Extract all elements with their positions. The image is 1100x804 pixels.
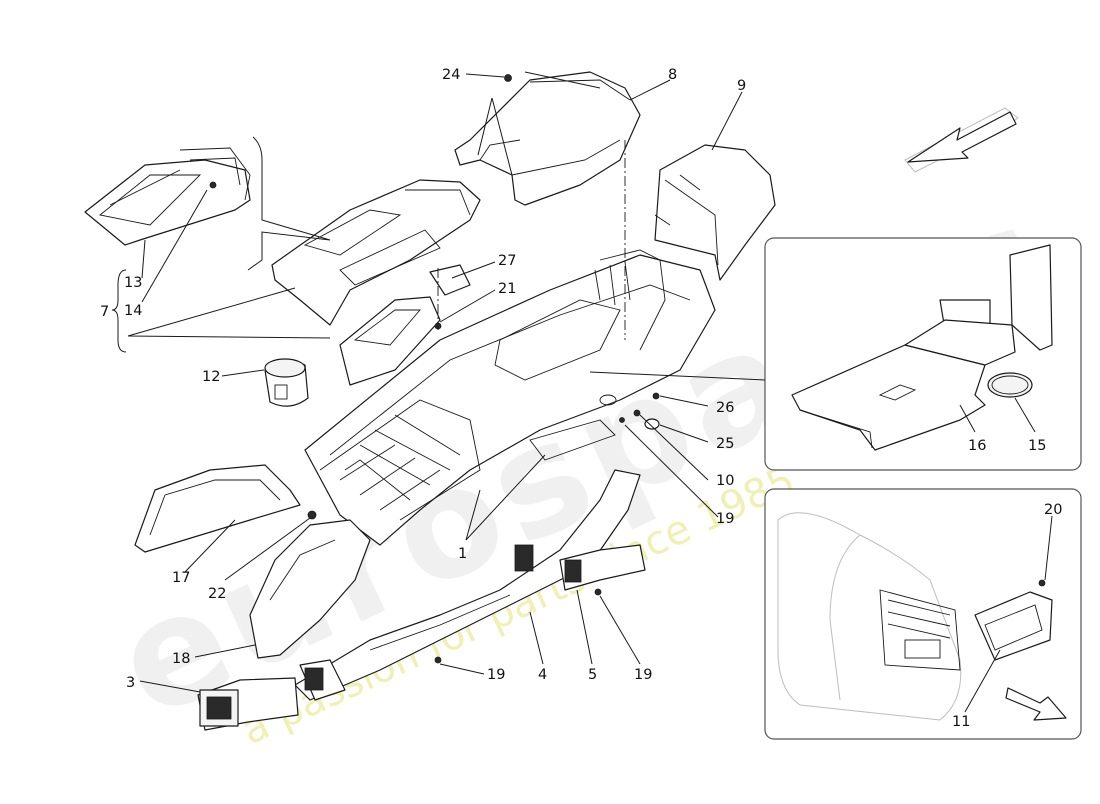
- part-25-ring: [644, 418, 660, 430]
- part-18-lower-panel: [249, 519, 371, 659]
- callout-3: 3: [126, 675, 135, 691]
- callout-24: 24: [442, 67, 460, 83]
- part-12-cup-holder: [264, 358, 309, 407]
- part-16-insulation-pad: [791, 244, 1053, 451]
- part-19-screw-left: [434, 656, 442, 664]
- view-direction-arrow-bottom: [1005, 687, 1067, 721]
- callout-13: 13: [124, 275, 142, 291]
- part-22-clip: [307, 510, 317, 520]
- part-3-duct-outlet: [197, 677, 299, 731]
- callout-19-right: 19: [634, 667, 652, 683]
- part-11-vent-cover: [974, 591, 1053, 661]
- callout-17: 17: [172, 570, 190, 586]
- callout-16: 16: [968, 438, 986, 454]
- part-9-side-panel: [654, 144, 776, 281]
- callout-7: 7: [100, 304, 109, 320]
- part-8-top-cover: [454, 71, 641, 206]
- callout-10: 10: [716, 473, 734, 489]
- callout-15: 15: [1028, 438, 1046, 454]
- part-19-screw-upper: [619, 417, 625, 423]
- part-1-center-console: [304, 249, 716, 546]
- callout-19-left: 19: [487, 667, 505, 683]
- callout-8: 8: [668, 67, 677, 83]
- part-26-clip: [652, 392, 660, 400]
- callout-1: 1: [458, 546, 467, 562]
- part-5-duct-outlet: [514, 544, 646, 591]
- callout-4: 4: [538, 667, 547, 683]
- callout-20: 20: [1044, 502, 1062, 518]
- part-27-trim: [429, 264, 471, 296]
- callout-22: 22: [208, 586, 226, 602]
- console-rear-view: [777, 512, 962, 721]
- part-17-side-trim: [134, 464, 301, 553]
- leader-lines: [111, 71, 1053, 713]
- inset-panel-upper: [764, 237, 1082, 471]
- part-19-screw-right: [594, 588, 602, 596]
- part-4-air-duct: [294, 469, 641, 701]
- callout-19-upper: 19: [716, 511, 734, 527]
- callout-11: 11: [952, 714, 970, 730]
- part-20-screw: [1038, 579, 1046, 587]
- part-15-round-pad: [987, 372, 1033, 398]
- callout-21: 21: [498, 281, 516, 297]
- callout-26: 26: [716, 400, 734, 416]
- part-21-tray: [339, 296, 441, 386]
- inset-frame-lower: [764, 488, 1082, 740]
- callout-14: 14: [124, 303, 142, 319]
- part-10-screw: [633, 409, 641, 417]
- callout-25: 25: [716, 436, 734, 452]
- callout-9: 9: [737, 78, 746, 94]
- callout-5: 5: [588, 667, 597, 683]
- part-24-screw: [504, 74, 512, 82]
- view-direction-arrow-top: [907, 111, 1017, 163]
- callout-numbers: 24 8 9 13 14 7 27 21 12 26 25 10 19 16 1…: [100, 67, 1062, 730]
- callout-18: 18: [172, 651, 190, 667]
- inset-panel-lower: [764, 488, 1082, 740]
- callout-12: 12: [202, 369, 220, 385]
- duct-joint-lower: [299, 659, 346, 701]
- callout-27: 27: [498, 253, 516, 269]
- part-13-14-storage-tray: [84, 147, 251, 246]
- part-armrest-lid: [271, 179, 481, 326]
